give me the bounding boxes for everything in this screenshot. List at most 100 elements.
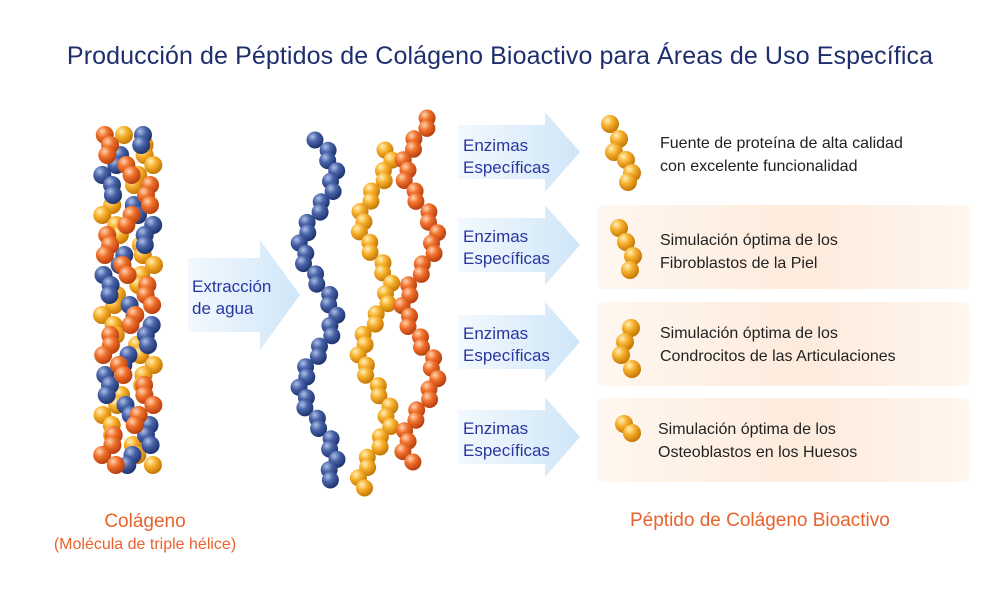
blue-bead: [306, 131, 324, 149]
yellow-bead: [350, 223, 368, 241]
blue-bead: [100, 286, 119, 304]
outcome-text-skin: Simulación óptima de los Fibroblastos de…: [660, 229, 838, 275]
orange-bead: [395, 172, 413, 189]
orange-bead: [125, 416, 144, 434]
orange-bead: [413, 338, 430, 356]
collagen-label: Colágeno (Molécula de triple hélice): [30, 510, 260, 556]
outcome-line2: Condrocitos de las Articulaciones: [660, 348, 896, 365]
orange-bead: [405, 140, 422, 158]
yellow-bead: [366, 315, 384, 333]
enzyme-label-line1: Enzimas: [463, 324, 529, 343]
enzyme-label-line2: Específicas: [463, 158, 550, 177]
extraction-arrow: [188, 240, 300, 350]
enzyme-label-line2: Específicas: [463, 249, 550, 268]
yellow-bead: [623, 360, 641, 378]
blue-bead: [321, 471, 339, 489]
extraction-label-line1: Extracción: [192, 277, 272, 296]
outcome-card-skin: [597, 205, 970, 289]
orange-bead: [144, 396, 163, 414]
orange-peptide-chain: [393, 109, 447, 471]
orange-bead: [404, 453, 422, 471]
outcome-text-protein: Fuente de proteína de alta calidad con e…: [660, 132, 903, 178]
outcome-line1: Simulación óptima de los: [658, 421, 836, 438]
yellow-bead: [623, 424, 641, 442]
blue-bead: [308, 275, 326, 293]
yellow-bead: [143, 456, 162, 474]
blue-bead: [324, 183, 342, 200]
enzyme-label-line1: Enzimas: [463, 227, 529, 246]
yellow-bead: [357, 366, 375, 384]
extraction-label-line2: de agua: [192, 299, 254, 318]
orange-bead: [114, 366, 133, 384]
blue-bead: [323, 327, 341, 345]
outcome-text-joints: Simulación óptima de los Condrocitos de …: [660, 322, 896, 368]
yellow-peptide-chain: [349, 141, 401, 497]
orange-bead: [425, 245, 443, 262]
blue-bead: [132, 136, 151, 154]
enzyme-label-4: Enzimas Específicas: [463, 418, 550, 462]
collagen-subtitle: (Molécula de triple hélice): [53, 536, 237, 553]
orange-bead: [118, 266, 137, 284]
enzyme-label-line1: Enzimas: [463, 136, 529, 155]
enzyme-label-1: Enzimas Específicas: [463, 135, 550, 179]
orange-bead: [98, 146, 117, 164]
peptide-label: Péptido de Colágeno Bioactivo: [630, 510, 890, 531]
yellow-bead: [621, 261, 639, 279]
yellow-bead: [610, 219, 628, 237]
yellow-bead: [361, 243, 379, 261]
outcome-text-bones: Simulación óptima de los Osteoblastos en…: [658, 418, 857, 464]
blue-bead: [295, 255, 312, 273]
orange-bead: [93, 446, 112, 464]
orange-bead: [117, 216, 136, 234]
yellow-bead: [115, 126, 133, 144]
yellow-bead: [622, 319, 640, 337]
orange-bead: [122, 166, 141, 184]
yellow-bead: [617, 233, 635, 251]
enzyme-arrows: [458, 112, 580, 477]
yellow-bead: [379, 295, 397, 313]
outcome-line1: Simulación óptima de los: [660, 325, 838, 342]
yellow-bead: [601, 115, 619, 133]
yellow-bead: [375, 172, 393, 190]
orange-bead: [94, 346, 113, 364]
enzyme-label-line1: Enzimas: [463, 419, 529, 438]
collagen-triple-helix: [93, 126, 163, 474]
orange-bead: [95, 246, 114, 264]
yellow-bead: [382, 418, 400, 435]
blue-bead: [309, 347, 327, 365]
outcome-line1: Simulación óptima de los: [660, 232, 838, 249]
peptide-fragments: [601, 115, 642, 442]
blue-bead: [135, 236, 154, 254]
yellow-bead: [362, 192, 380, 210]
blue-bead: [296, 399, 314, 417]
outcome-line2: Fibroblastos de la Piel: [660, 255, 818, 272]
yellow-bead: [370, 387, 388, 405]
yellow-bead: [356, 479, 373, 497]
yellow-bead: [145, 256, 163, 274]
orange-bead: [143, 296, 162, 314]
blue-bead: [97, 386, 116, 404]
blue-bead: [311, 203, 329, 221]
extraction-label: Extracción de agua: [192, 276, 271, 320]
blue-bead: [141, 436, 160, 454]
blue-bead: [310, 420, 328, 437]
outcome-card-joints: [597, 302, 970, 386]
blue-peptide-chain: [290, 131, 346, 489]
enzyme-label-3: Enzimas Específicas: [463, 323, 550, 367]
orange-bead: [418, 119, 436, 137]
orange-bead: [106, 456, 125, 474]
outcome-line2: Osteoblastos en los Huesos: [658, 444, 858, 461]
diagram-title: Producción de Péptidos de Colágeno Bioac…: [66, 42, 934, 70]
orange-bead: [412, 265, 430, 283]
blue-bead: [139, 336, 157, 354]
outcome-line1: Fuente de proteína de alta calidad: [660, 135, 903, 152]
collagen-title: Colágeno: [104, 511, 186, 532]
orange-bead: [121, 316, 140, 334]
yellow-bead: [624, 247, 642, 265]
yellow-bead: [144, 156, 163, 174]
yellow-bead: [93, 206, 112, 224]
orange-bead: [407, 411, 425, 429]
enzyme-label-2: Enzimas Específicas: [463, 226, 550, 270]
yellow-bead: [612, 346, 630, 364]
